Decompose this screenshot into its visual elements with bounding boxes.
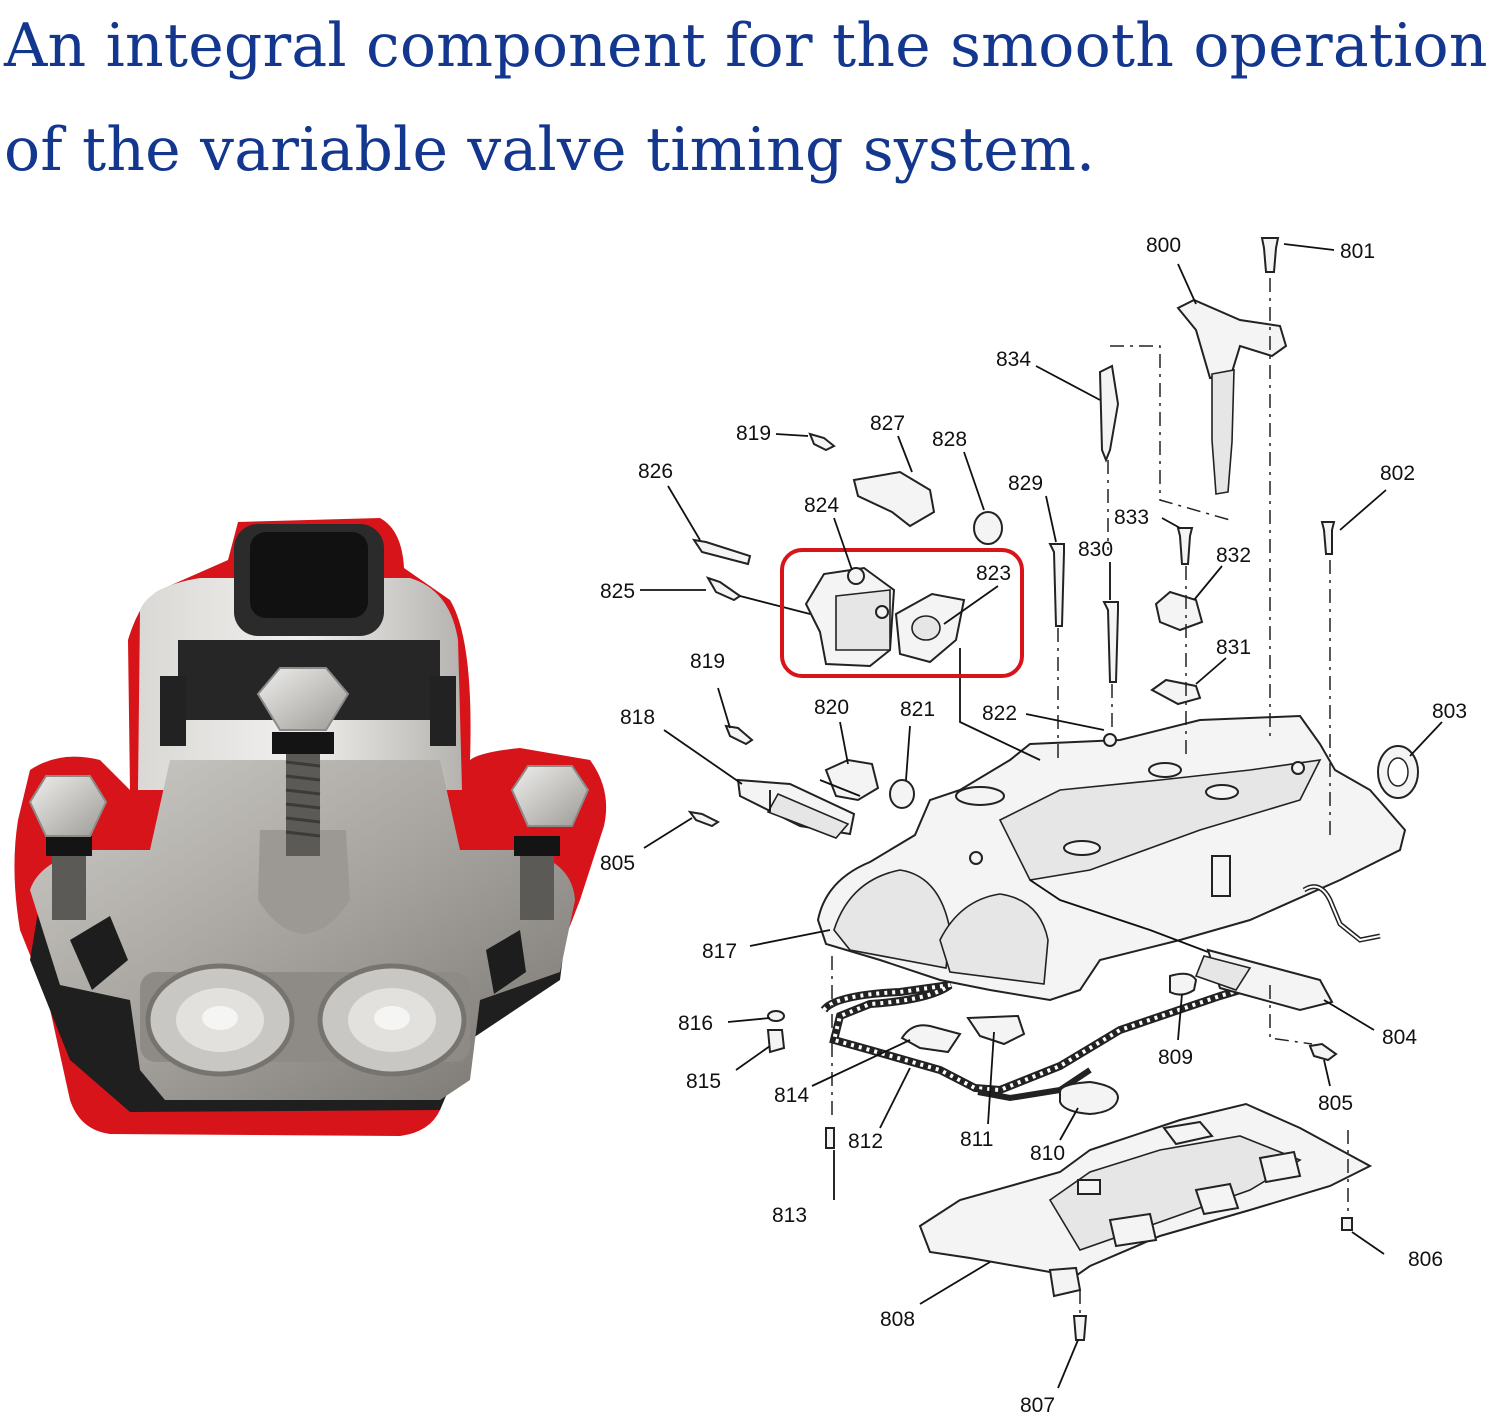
assembly-lines <box>739 278 1349 1314</box>
exploded-parts-diagram: 800 801 802 803 804 805 805 806 807 808 … <box>600 234 1467 1416</box>
callout-821: 821 <box>900 698 935 721</box>
callout-826: 826 <box>638 460 673 483</box>
callout-809: 809 <box>1158 1046 1193 1069</box>
callout-814: 814 <box>774 1084 809 1107</box>
callout-800: 800 <box>1146 234 1181 257</box>
callout-819-mid: 819 <box>690 650 725 673</box>
callout-804: 804 <box>1382 1026 1417 1049</box>
callout-807: 807 <box>1020 1394 1055 1416</box>
callout-828: 828 <box>932 428 967 451</box>
headline-line-1: An integral component for the smooth ope… <box>4 11 1488 81</box>
callout-801: 801 <box>1340 240 1375 263</box>
callout-817: 817 <box>702 940 737 963</box>
leader-lines <box>640 243 1443 1389</box>
callout-815: 815 <box>686 1070 721 1093</box>
callout-812: 812 <box>848 1130 883 1153</box>
callout-833: 833 <box>1114 506 1149 529</box>
callout-806: 806 <box>1408 1248 1443 1271</box>
callout-824: 824 <box>804 494 839 517</box>
headline: An integral component for the smooth ope… <box>4 0 1488 202</box>
callout-818: 818 <box>620 706 655 729</box>
callout-823: 823 <box>976 562 1011 585</box>
callout-825: 825 <box>600 580 635 603</box>
callout-811: 811 <box>960 1128 993 1151</box>
headline-line-2: of the variable valve timing system. <box>4 115 1096 185</box>
callout-834: 834 <box>996 348 1031 371</box>
component-drawings <box>687 237 1419 1341</box>
callout-832: 832 <box>1216 544 1251 567</box>
cam-cover-drawing <box>816 714 1407 1002</box>
callout-labels: 800 801 802 803 804 805 805 806 807 808 … <box>600 234 1467 1416</box>
callout-829: 829 <box>1008 472 1043 495</box>
callout-803: 803 <box>1432 700 1467 723</box>
callout-827: 827 <box>870 412 905 435</box>
callout-831: 831 <box>1216 636 1251 659</box>
highlight-box-823-824 <box>780 548 1024 678</box>
callout-830: 830 <box>1078 538 1113 561</box>
callout-813: 813 <box>772 1204 807 1227</box>
callout-808: 808 <box>880 1308 915 1331</box>
callout-802: 802 <box>1380 462 1415 485</box>
callout-819-top: 819 <box>736 422 771 445</box>
callout-822: 822 <box>982 702 1017 725</box>
solenoid-product-photo <box>14 518 607 1136</box>
callout-805-left: 805 <box>600 852 635 875</box>
gasket-and-baffle-drawing <box>820 972 1373 1298</box>
callout-810: 810 <box>1030 1142 1065 1165</box>
callout-805-right: 805 <box>1318 1092 1353 1115</box>
callout-816: 816 <box>678 1012 713 1035</box>
callout-820: 820 <box>814 696 849 719</box>
